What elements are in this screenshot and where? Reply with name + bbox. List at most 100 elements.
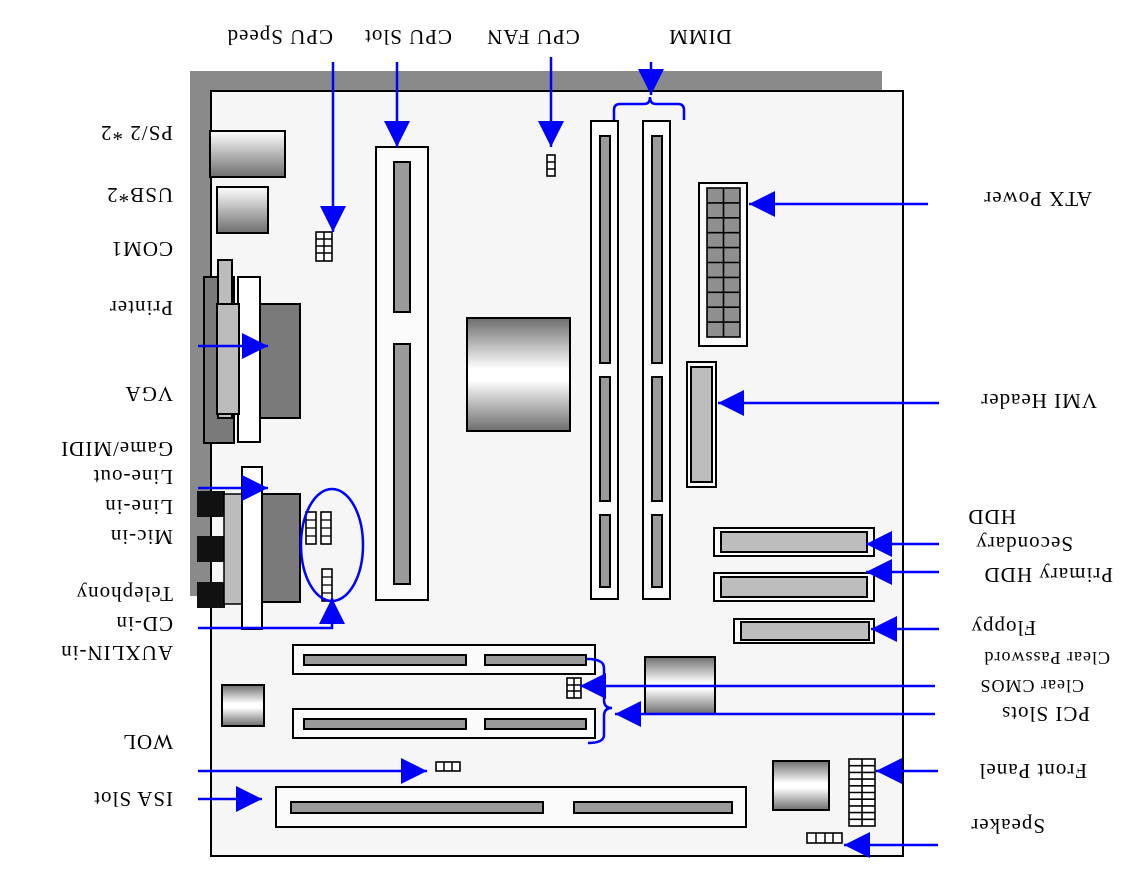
- mic-in-jack: [197, 582, 225, 608]
- chip-small-left: [221, 684, 265, 727]
- atx-power-connector: [698, 182, 748, 347]
- arrowhead: [749, 191, 775, 217]
- clear-cmos-jumper: [566, 677, 582, 699]
- arrowhead: [580, 673, 606, 699]
- arrowhead: [538, 121, 564, 147]
- pci-brace: [586, 657, 613, 745]
- arrowhead: [236, 786, 262, 812]
- arrow-cpu-speed: [320, 62, 346, 232]
- label-atx-power: ATX Power: [983, 187, 1092, 211]
- arrow-clear-cmos: [580, 673, 935, 699]
- arrow-cpu-fan: [538, 57, 564, 147]
- label-line-out: Line-out: [93, 465, 173, 489]
- printer-port: [237, 276, 261, 443]
- label-isa-slot: ISA Slot: [93, 787, 173, 811]
- label-clear-password: Clear Password: [984, 648, 1110, 668]
- vga-port: [216, 303, 240, 415]
- arrow-floppy: [871, 616, 939, 642]
- arrowhead: [615, 701, 641, 727]
- label-secondary: Secondary: [975, 532, 1073, 556]
- audio-headers: [305, 511, 333, 602]
- game-midi-port-body: [261, 493, 301, 603]
- label-wol: WOL: [122, 730, 173, 754]
- label-clear-cmos: Clear CMOS: [980, 676, 1085, 696]
- label-usb: USB*2: [106, 183, 173, 207]
- arrowhead: [876, 758, 902, 784]
- label-vga: VGA: [125, 382, 174, 406]
- label-vmi-header: VMI Header: [980, 389, 1097, 413]
- arrowhead: [844, 832, 870, 858]
- arrowhead: [401, 758, 427, 784]
- arrowhead: [871, 616, 897, 642]
- label-game-midi: Game/MIDI: [60, 437, 173, 461]
- dimm-slot-2: [642, 120, 671, 600]
- arrow-cpu-slot: [384, 62, 410, 147]
- arrow-wol: [198, 758, 427, 784]
- line-in-jack: [197, 536, 225, 562]
- arrow-primary-hdd: [866, 559, 939, 585]
- arrow-isa-slot: [198, 786, 262, 812]
- arrowhead: [242, 475, 268, 501]
- label-cpu-slot: CPU Slot: [364, 25, 452, 49]
- label-cd-in: CD-in: [116, 612, 174, 636]
- board: [210, 90, 904, 857]
- label-pci-slots: PCI Slots: [1001, 702, 1090, 726]
- label-ps2: PS/2 *2: [100, 121, 173, 145]
- ps2-port: [209, 130, 286, 178]
- usb-port: [216, 186, 269, 234]
- wol-header: [435, 761, 461, 772]
- arrow-dimm: [638, 62, 664, 95]
- secondary-hdd-connector: [713, 527, 875, 557]
- label-com1: COM1: [111, 237, 173, 261]
- vmi-header-connector: [686, 361, 717, 488]
- arrow-cd-in: [198, 598, 345, 630]
- primary-hdd-connector: [713, 572, 875, 602]
- pci-slot-1: [292, 644, 596, 675]
- arrow-atx-power: [749, 191, 928, 217]
- label-cpu-speed: CPU Speed: [227, 25, 333, 49]
- arrow-printer-vga: [198, 333, 268, 359]
- arrowhead: [319, 598, 345, 624]
- arrow-secondary-hdd: [866, 531, 939, 557]
- vga-port-body: [259, 303, 301, 419]
- cpu-fan-header: [546, 154, 556, 177]
- cpu-slot-contact-1: [393, 161, 411, 313]
- label-mic-in: Mic-in: [110, 525, 173, 549]
- label-telephony: Telephony: [76, 582, 173, 606]
- label-front-panel: Front Panel: [979, 759, 1087, 783]
- label-primary-hdd: Primary HDD: [984, 563, 1113, 587]
- arrows: [198, 57, 939, 858]
- front-panel-header: [848, 758, 876, 827]
- chip-bios: [772, 760, 830, 811]
- cpu-speed-jumper: [315, 231, 333, 262]
- arrow-game-midi: [198, 475, 268, 501]
- label-line-in: Line-in: [104, 495, 173, 519]
- arrowhead: [866, 559, 892, 585]
- speaker-header: [806, 832, 843, 844]
- arrow-speaker: [844, 832, 938, 858]
- cpu-slot-contact-2: [393, 343, 411, 585]
- label-hdd: HDD: [968, 505, 1017, 529]
- arrowhead: [638, 69, 664, 95]
- arrowhead: [242, 333, 268, 359]
- floppy-connector: [733, 618, 875, 644]
- arrowhead: [384, 121, 410, 147]
- arrow-front-panel: [876, 758, 938, 784]
- label-printer: Printer: [109, 296, 173, 320]
- labels: CPU Speed CPU Slot CPU FAN DIMM PS/2 *2 …: [60, 25, 1113, 838]
- pci-slot-2: [292, 708, 596, 739]
- arrowhead: [320, 206, 346, 232]
- arrowhead: [718, 390, 744, 416]
- label-speaker: Speaker: [970, 814, 1045, 838]
- label-floppy: Floppy: [970, 616, 1036, 640]
- dimm-slot-1: [590, 120, 619, 600]
- arrow-vmi-header: [718, 390, 939, 416]
- dimm-brace: [612, 96, 686, 120]
- line-out-jack: [197, 491, 225, 517]
- label-cpu-fan: CPU FAN: [486, 25, 580, 49]
- label-dimm: DIMM: [668, 25, 732, 49]
- arrow-pci-slots: [615, 701, 935, 727]
- chipset: [466, 317, 571, 432]
- arrowhead: [866, 531, 892, 557]
